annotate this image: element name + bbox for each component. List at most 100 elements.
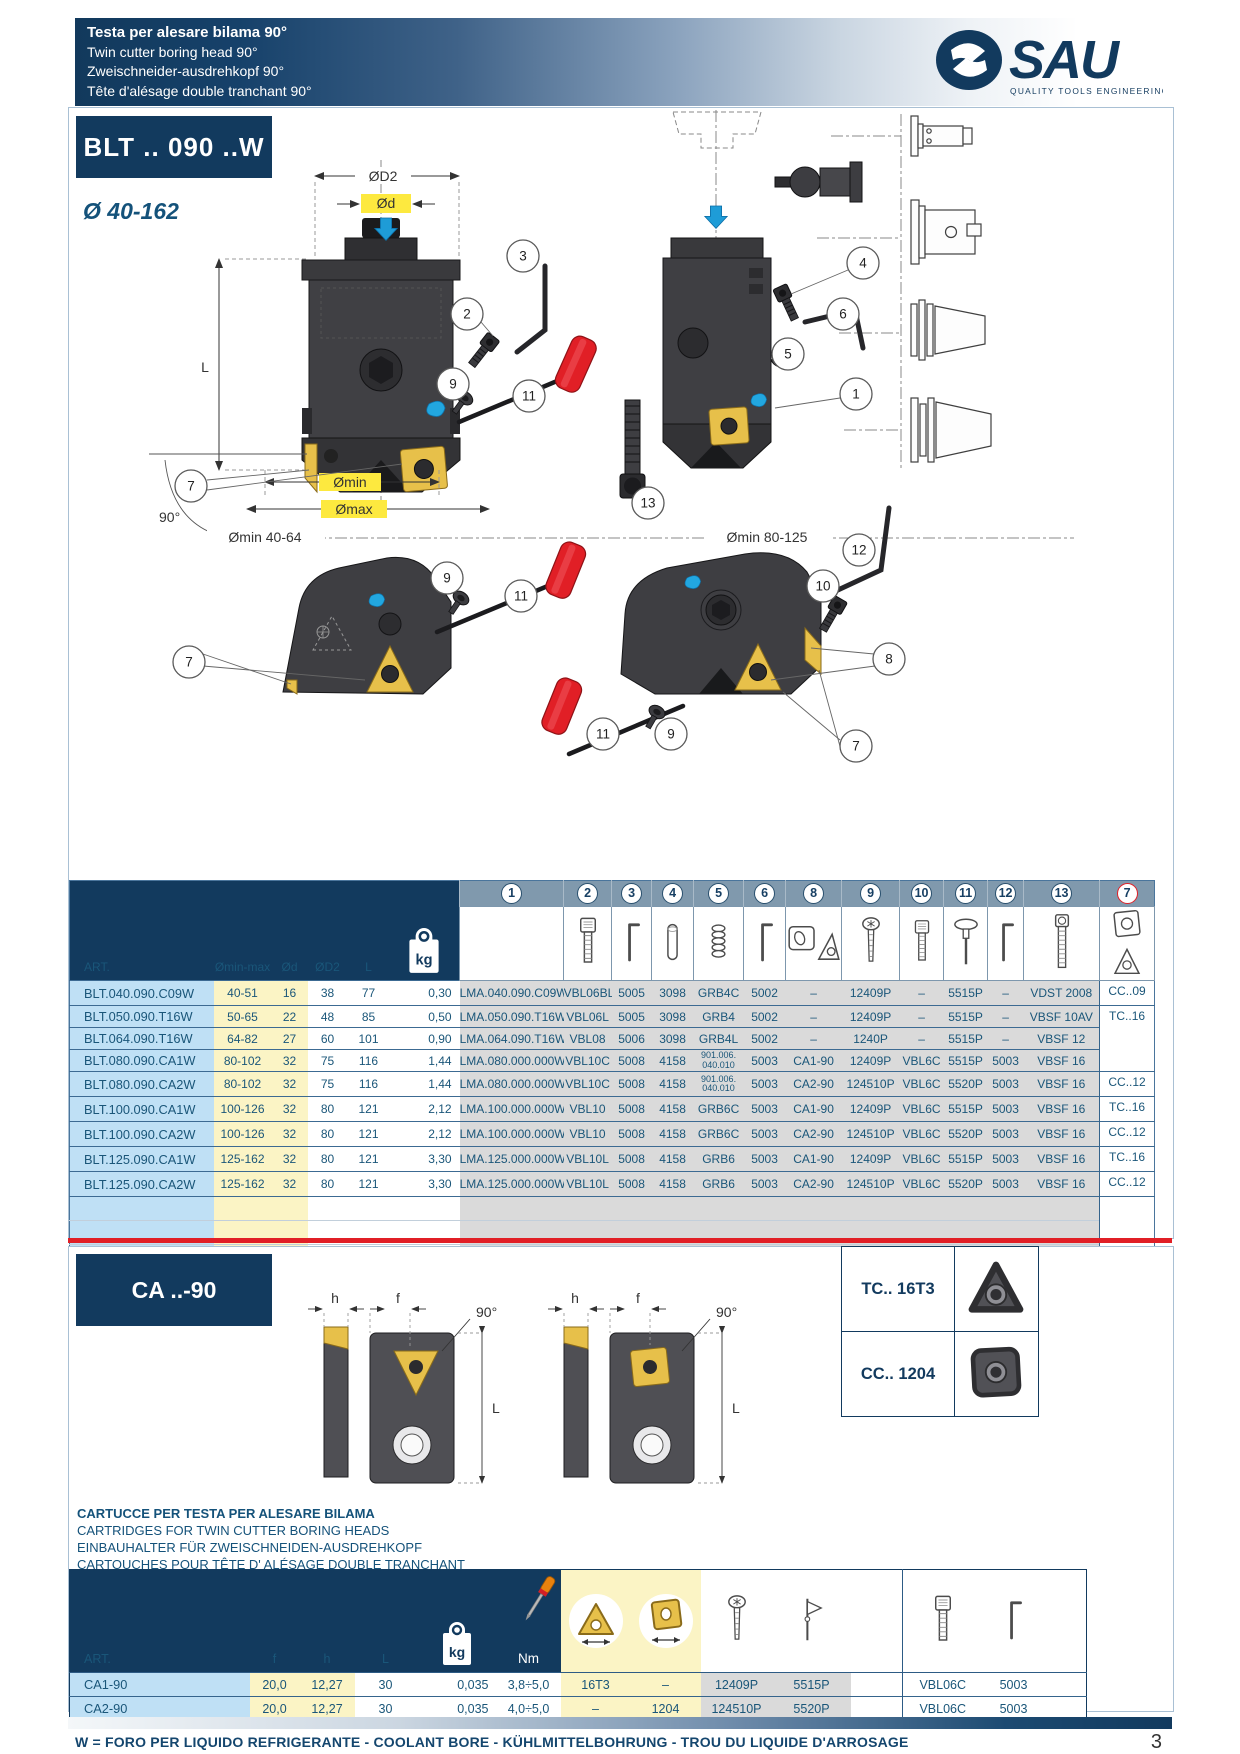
part-number-cell: 5008 bbox=[611, 1071, 652, 1097]
part-number-cell: 5003 bbox=[987, 1049, 1024, 1072]
part-number-cell: VBL10L bbox=[563, 1171, 612, 1197]
l-cell: 101 bbox=[347, 1027, 390, 1050]
od-cell bbox=[271, 1196, 308, 1221]
part-number-cell: VBL6C bbox=[899, 1049, 944, 1072]
part-number-cell: 12409P bbox=[841, 1005, 900, 1028]
part-col-3: 3 bbox=[621, 883, 643, 904]
l-cell: 121 bbox=[347, 1146, 390, 1172]
ca-table: ART. f h L kg Nm bbox=[69, 1569, 1087, 1721]
part-number-cell bbox=[841, 1196, 900, 1221]
torque-screwdriver-icon bbox=[519, 1572, 559, 1626]
part-number-cell bbox=[1023, 1196, 1100, 1221]
od2-cell: 75 bbox=[307, 1071, 348, 1097]
part-col-9: 9 bbox=[860, 883, 882, 904]
part-col-8: 8 bbox=[803, 883, 825, 904]
l-cell: 121 bbox=[347, 1171, 390, 1197]
omin-max-cell: 125-162 bbox=[213, 1146, 272, 1172]
part-number-cell: 5008 bbox=[611, 1049, 652, 1072]
part-number-cell: 4158 bbox=[651, 1146, 694, 1172]
part-number-cell: 124510P bbox=[841, 1071, 900, 1097]
long-screw-drawing bbox=[619, 399, 646, 499]
kg-cell: 0,30 bbox=[389, 980, 460, 1006]
ca-table-container: ART. f h L kg Nm bbox=[69, 1569, 1087, 1721]
svg-text:12: 12 bbox=[851, 543, 866, 558]
svg-text:2: 2 bbox=[463, 307, 471, 322]
kg-cell: 0,50 bbox=[389, 1005, 460, 1028]
ca-desc-italian: CARTUCCE PER TESTA PER ALESARE BILAMA bbox=[77, 1506, 375, 1521]
part-number-cell: VBL06BL bbox=[563, 980, 612, 1006]
art-cell: CA2-90 bbox=[69, 1696, 250, 1721]
ca-l-header: L bbox=[354, 1569, 417, 1673]
tc-insert-image bbox=[955, 1247, 1037, 1331]
art-cell: BLT.040.090.C09W bbox=[69, 980, 214, 1006]
callout-6: 6 bbox=[826, 297, 860, 331]
shim-wedge-icon bbox=[785, 906, 843, 981]
callout-9b: 9 bbox=[430, 561, 464, 595]
part-number-cell: LMA.100.000.000W bbox=[459, 1096, 564, 1122]
part-number-cell: LMA.064.090.T16W bbox=[459, 1027, 564, 1050]
model-code-box: BLT .. 090 ..W bbox=[76, 116, 272, 178]
part-number-cell: GRB4L bbox=[693, 1027, 744, 1050]
kg-cell: 0,90 bbox=[389, 1027, 460, 1050]
kg-cell: 1,44 bbox=[389, 1049, 460, 1072]
blt-section: ØD2 Ød L Ømin Ømax 90° bbox=[68, 107, 1174, 1269]
art-header: ART. bbox=[69, 906, 214, 981]
l-cell bbox=[347, 1196, 390, 1221]
svg-text:1: 1 bbox=[852, 387, 860, 402]
wrench-part-cell: 5515P bbox=[772, 1672, 851, 1697]
callout-7: 7 bbox=[174, 469, 208, 503]
part-number-cell: CA2-90 bbox=[785, 1171, 842, 1197]
part-number-cell: 5003 bbox=[987, 1171, 1024, 1197]
section-divider bbox=[68, 1238, 1172, 1243]
omin-max-cell: 64-82 bbox=[213, 1027, 272, 1050]
socket-screw-icon bbox=[902, 1569, 983, 1673]
part-number-cell: VBL08 bbox=[563, 1027, 612, 1050]
ca-desc-german: EINBAUHALTER FÜR ZWEISCHNEIDEN-AUSDREHKO… bbox=[77, 1540, 423, 1555]
svg-text:8: 8 bbox=[885, 652, 893, 667]
part-number-cell bbox=[743, 1196, 786, 1221]
nm-cell: 4,0÷5,0 bbox=[496, 1696, 561, 1721]
part-number-cell: GRB6C bbox=[693, 1121, 744, 1147]
art-cell: CA1-90 bbox=[69, 1672, 250, 1697]
od2-cell bbox=[307, 1196, 348, 1221]
part-number-cell: 4158 bbox=[651, 1071, 694, 1097]
part-col-4: 4 bbox=[662, 883, 684, 904]
part-number-cell: – bbox=[899, 1027, 944, 1050]
l-cell: 77 bbox=[347, 980, 390, 1006]
tail-column bbox=[1044, 1569, 1087, 1673]
dim-od2-label: ØD2 bbox=[369, 168, 398, 184]
ca-dim-angle: 90° bbox=[476, 1304, 497, 1320]
part-number-cell: 5002 bbox=[743, 980, 786, 1006]
kg-cell: 2,12 bbox=[389, 1096, 460, 1122]
part-number-cell bbox=[987, 1196, 1024, 1221]
part-number-cell: CA1-90 bbox=[785, 1049, 842, 1072]
tail-cell bbox=[1044, 1696, 1087, 1721]
svg-text:11: 11 bbox=[514, 589, 528, 604]
l-cell: 30 bbox=[354, 1672, 417, 1697]
part-number-cell: 5003 bbox=[743, 1049, 786, 1072]
l-cell: 85 bbox=[347, 1005, 390, 1028]
callout-7b: 7 bbox=[172, 645, 206, 679]
omin-max-cell: 80-102 bbox=[213, 1049, 272, 1072]
ca-art-header: ART. bbox=[69, 1569, 250, 1673]
art-cell: BLT.080.090.CA1W bbox=[69, 1049, 214, 1072]
boring-head-front-drawing bbox=[301, 218, 461, 494]
od2-cell: 48 bbox=[307, 1005, 348, 1028]
dim-angle-label: 90° bbox=[159, 509, 180, 525]
part-number-cell: CA1-90 bbox=[785, 1146, 842, 1172]
part-number-cell: CA2-90 bbox=[785, 1121, 842, 1147]
svg-text:9: 9 bbox=[449, 377, 457, 392]
svg-text:10: 10 bbox=[815, 579, 830, 594]
callout-11c: 11 bbox=[586, 717, 620, 751]
part-number-cell: 1240P bbox=[841, 1027, 900, 1050]
dim-od-label: Ød bbox=[377, 195, 396, 211]
callout-7c: 7 bbox=[839, 729, 873, 763]
part-number-cell: – bbox=[987, 1027, 1024, 1050]
t-handle-icon bbox=[943, 906, 989, 981]
ca-header-row: ART. f h L kg Nm bbox=[69, 1569, 1087, 1673]
l-cell: 30 bbox=[354, 1696, 417, 1721]
